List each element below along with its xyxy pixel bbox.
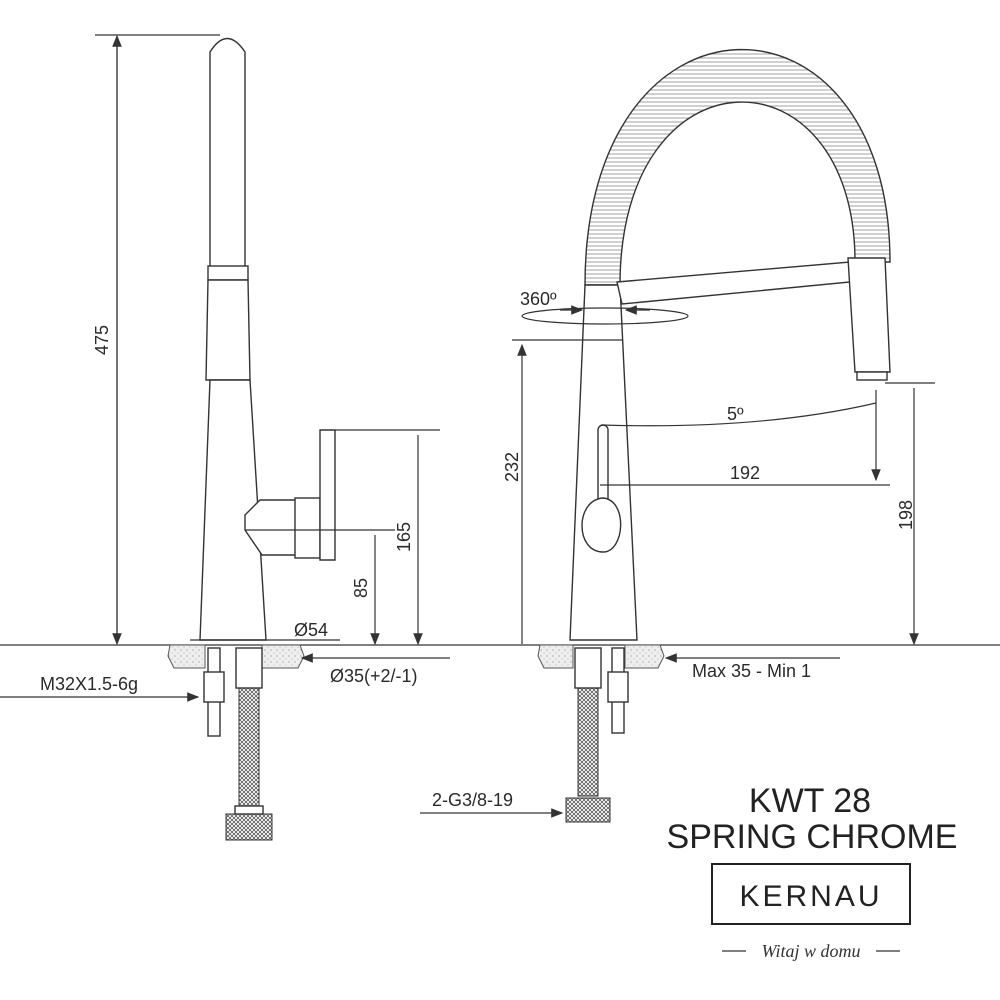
lever-handle <box>319 429 336 561</box>
front-view-faucet <box>537 48 891 823</box>
mounting-nut <box>203 671 225 703</box>
braided-hose <box>238 687 260 807</box>
dim-thread: M32X1.5-6g <box>40 674 138 694</box>
brand-tagline: Witaj w domu <box>761 941 860 961</box>
side-view-faucet <box>167 37 336 841</box>
hose-fitting <box>235 647 263 689</box>
spout-arm <box>616 261 851 305</box>
dim-reach-192: 192 <box>730 463 760 483</box>
product-name: SPRING CHROME <box>667 818 958 856</box>
dim-232: 232 <box>502 452 522 482</box>
brand-logo: KERNAU <box>739 880 882 913</box>
dim-diameter-54: Ø54 <box>294 620 328 640</box>
dim-countertop: Max 35 - Min 1 <box>692 661 811 681</box>
spring-arch <box>584 48 891 286</box>
hose-nut <box>225 813 273 841</box>
collar <box>207 265 249 281</box>
countertop-section <box>537 644 574 669</box>
lever-handle <box>597 424 609 506</box>
dim-hose-connection: 2-G3/8-19 <box>432 790 513 810</box>
connector-cap <box>294 497 321 559</box>
spring-tube <box>209 37 246 269</box>
dim-165: 165 <box>394 522 414 552</box>
dim-tilt: 5º <box>727 404 744 424</box>
countertop-section <box>167 644 206 669</box>
lever-knob <box>581 497 622 553</box>
spray-head <box>847 257 891 373</box>
dim-hole-diameter: Ø35(+2/-1) <box>330 666 418 686</box>
product-model: KWT 28 <box>749 782 871 820</box>
dim-85: 85 <box>351 578 371 598</box>
dim-198: 198 <box>896 500 916 530</box>
braided-hose <box>577 687 599 797</box>
rotation-ellipse <box>521 307 689 325</box>
hose-nut <box>565 797 611 823</box>
spray-head <box>205 279 251 381</box>
hose-fitting <box>574 647 602 689</box>
brand-logo-box <box>711 863 911 925</box>
dim-rotation: 360º <box>520 289 557 309</box>
dim-475: 475 <box>92 325 112 355</box>
